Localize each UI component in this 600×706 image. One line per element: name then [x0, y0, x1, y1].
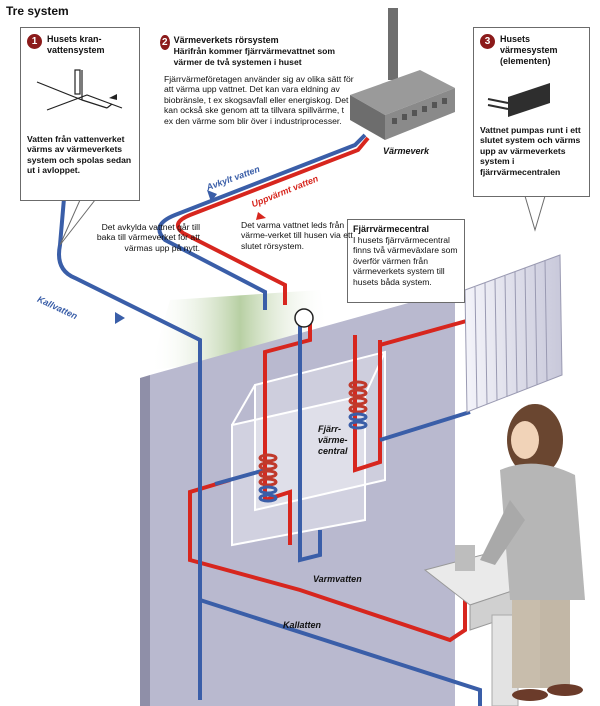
callout-text-2: Fjärrvärmeföretagen använder sig av olik… [164, 74, 354, 126]
tap-system-icon [36, 69, 123, 111]
callout-heading-2: Värmeverkets rörsystem [173, 35, 279, 45]
radiator-small-icon [487, 83, 550, 117]
cooled-water-pipe-outside [157, 133, 367, 310]
note-returned-water: Det avkylda vattnet går till baka till v… [96, 222, 200, 253]
pump-icon [294, 308, 314, 328]
callout-number-1: 1 [27, 34, 42, 49]
radiator-icon [464, 254, 563, 413]
power-plant-icon [350, 8, 455, 140]
callout-text-1: Vatten från vattenverket värms av värmev… [27, 134, 132, 176]
label-warm-water: Varmvatten [313, 574, 362, 584]
heat-exchanger-coil-left [258, 453, 278, 503]
callout-box-2: 2 Värmeverkets rörsystem Härifrån kommer… [160, 35, 360, 126]
cold-water-pipe-outside [57, 69, 202, 375]
callout-pointer-3 [524, 195, 546, 232]
callout-subheading-2: Härifrån kommer fjärrvärmevattnet som vä… [173, 46, 336, 67]
callout-number-2: 2 [160, 35, 170, 50]
callout-heading-3: Husets värmesystem (elementen) [500, 34, 558, 66]
person-illustration [480, 404, 585, 701]
label-cold-water-inside: Kallatten [283, 620, 322, 630]
callout-box-1: 1 Husets kran-vattensystem Vatten från v… [20, 27, 140, 201]
note-hot-water: Det varma vattnet leds från värme-verket… [241, 220, 353, 251]
callout-heading-4: Fjärrvärmecentral [353, 224, 430, 234]
label-power-plant: Värmeverk [383, 146, 430, 156]
callout-heading-1: Husets kran-vattensystem [47, 34, 105, 55]
callout-text-4: I husets fjärrvärmecentral finns två vär… [353, 235, 458, 287]
callout-number-3: 3 [480, 34, 495, 49]
callout-box-3: 3 Husets värmesystem (elementen) Vattnet… [473, 27, 590, 197]
label-central: Fjärr-värme-central [318, 424, 348, 456]
heated-water-pipe-outside [175, 136, 370, 305]
flow-arrows [115, 190, 266, 324]
callout-text-3: Vattnet pumpas runt i ett slutet system … [480, 125, 581, 177]
house-wall-side [140, 375, 150, 706]
page-title: Tre system [6, 4, 69, 18]
callout-box-4: Fjärrvärmecentral I husets fjärrvärmecen… [347, 219, 465, 303]
heat-exchanger-coil-right [348, 380, 368, 430]
